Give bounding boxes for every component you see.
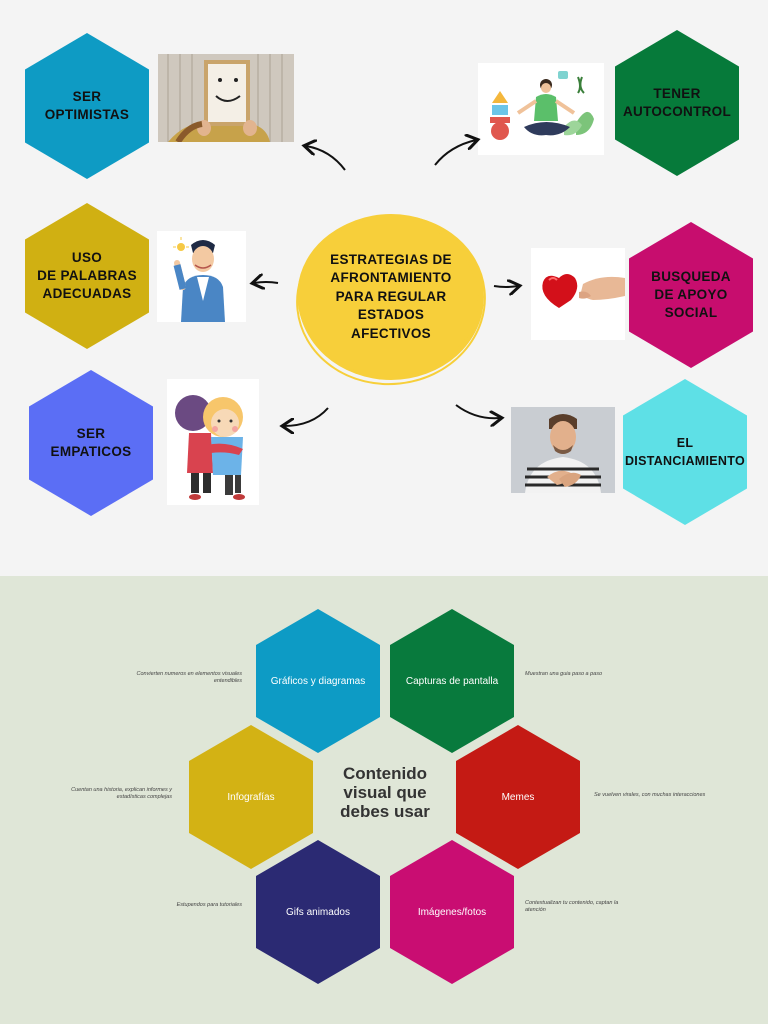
hex-busqueda-apoyo: BUSQUEDA DE APOYO SOCIAL	[629, 222, 753, 368]
man-idea-illustration	[157, 231, 246, 322]
desc-infografias: Cuentan una historia, explican informes …	[71, 787, 172, 800]
desc-imagenes: Contextualizan tu contenido, captan la a…	[525, 900, 619, 913]
hex-label: USO DE PALABRAS ADECUADAS	[37, 250, 137, 301]
arrow-to-apoyo	[493, 286, 518, 287]
hex-tener-autocontrol: TENER AUTOCONTROL	[615, 30, 739, 176]
hex-label: Memes	[501, 791, 535, 803]
hex-label: SER OPTIMISTAS	[44, 89, 130, 122]
hex-ser-empaticos: SER EMPATICOS	[29, 370, 153, 516]
hex-label: Gifs animados	[286, 906, 350, 918]
hex-label: TENER AUTOCONTROL	[622, 86, 732, 119]
desc-graficos: Convierten numeros en elementos visuales…	[136, 671, 242, 684]
arrow-to-palabras	[254, 282, 279, 283]
hex-label: Infografías	[227, 791, 275, 803]
hex-label: Capturas de pantalla	[405, 675, 499, 687]
arrow-to-autocontrol	[434, 140, 476, 166]
bottom-center-title: Contenido visual que debes usar	[340, 764, 430, 821]
desc-gifs: Estupendos para tutoriales	[176, 902, 242, 908]
hand-holding-heart-photo	[531, 248, 625, 340]
meditating-man-illustration	[478, 63, 604, 155]
hex-label: Imágenes/fotos	[417, 906, 487, 918]
center-title: ESTRATEGIAS DE AFRONTAMIENTO PARA REGULA…	[330, 251, 452, 341]
arrow-to-empaticos	[284, 407, 329, 426]
hex-label: BUSQUEDA DE APOYO SOCIAL	[651, 269, 731, 320]
man-hands-on-chest-photo	[511, 407, 615, 493]
desc-capturas: Muestran una guia paso a paso	[525, 671, 603, 677]
children-hugging-illustration	[167, 379, 259, 505]
visual-content-section	[0, 576, 768, 1024]
hex-label: SER EMPATICOS	[50, 426, 132, 459]
hex-distanciamiento: EL DISTANCIAMIENTO	[623, 379, 747, 525]
strategies-section: SER OPTIMISTAS TENER AUTOCONTROL USO DE …	[25, 30, 753, 525]
center-title-circle: ESTRATEGIAS DE AFRONTAMIENTO PARA REGULA…	[298, 214, 484, 380]
hex-ser-optimistas: SER OPTIMISTAS	[25, 33, 149, 179]
hex-uso-palabras: USO DE PALABRAS ADECUADAS	[25, 203, 149, 349]
arrow-to-optimistas	[306, 146, 346, 171]
smiley-face-sign-photo	[158, 54, 294, 142]
hex-label: Gráficos y diagramas	[270, 675, 366, 687]
desc-memes: Se vuelven virales, con muchas interacci…	[594, 792, 706, 798]
hex-label: EL DISTANCIAMIENTO	[624, 436, 745, 468]
arrow-to-distanciamiento	[455, 404, 500, 418]
